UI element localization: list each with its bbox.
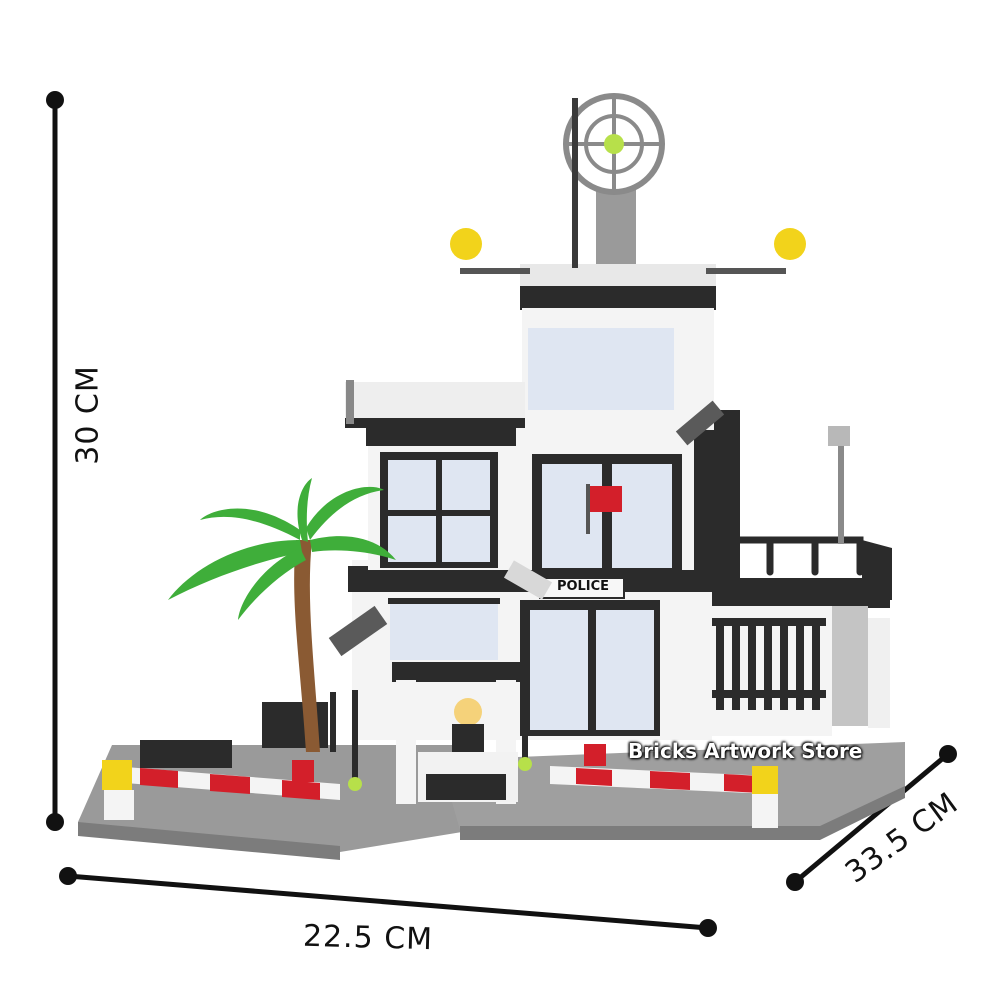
depth-dimension-line [786,745,957,891]
width-label: 22.5 CM [302,918,434,958]
height-label: 30 CM [70,365,106,465]
palm-tree [168,478,396,752]
store-watermark: Bricks Artwork Store [628,739,863,763]
station-building [328,93,806,740]
police-sign: POLICE [556,579,610,594]
height-dimension-line [46,91,64,831]
guard-booth [392,662,528,804]
lamp-post [352,690,358,786]
lamp-light [518,757,532,771]
red-brick [292,760,314,782]
lamp-light [348,777,362,791]
red-brick [584,744,606,766]
width-dimension-line [59,867,717,937]
barrier-left [102,760,340,820]
barrier-right [550,766,778,828]
lamp-post [522,700,528,766]
cell-block [700,426,892,736]
